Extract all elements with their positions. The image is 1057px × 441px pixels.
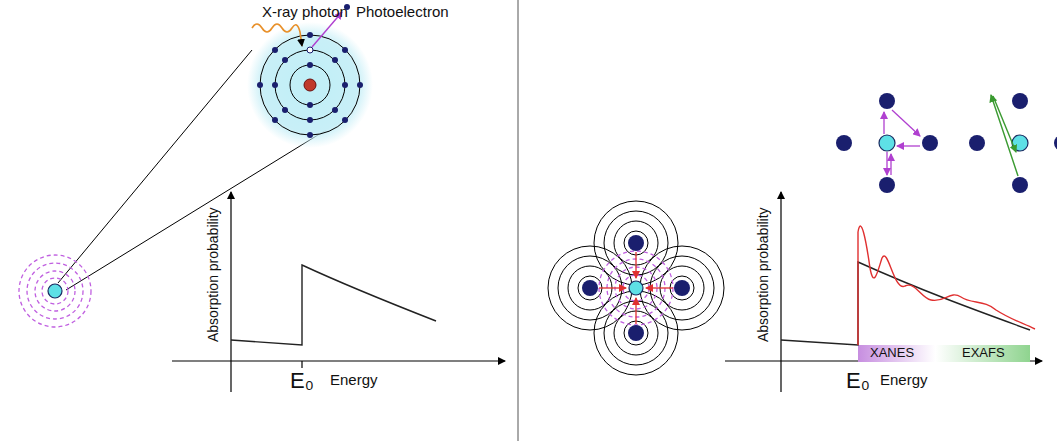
atom-model (247, 22, 373, 148)
axis-label: Energy (880, 372, 928, 389)
photoelectron-label: Photoelectron (356, 4, 449, 21)
divider (518, 0, 519, 441)
region-band (858, 345, 1030, 362)
small-atom (19, 255, 91, 327)
axis-label: Absorption probability (755, 208, 770, 343)
fine-structure-curve (858, 226, 1035, 345)
photon-label: X-ray photon (262, 4, 348, 21)
region-label: EXAFS (962, 346, 1005, 360)
region-label: XANES (870, 346, 914, 360)
right-axes (725, 192, 1042, 392)
absorption-edge-curve (781, 262, 1030, 345)
axis-label: Energy (330, 372, 378, 389)
scattering-cluster (548, 201, 724, 375)
single-double-scattering (836, 93, 1057, 193)
edge-energy-label: E₀ (290, 369, 314, 393)
x-ray-wave (252, 24, 302, 46)
axis-label: Absorption probability (205, 208, 220, 343)
left-axes (172, 192, 505, 392)
edge-energy-label: E₀ (846, 369, 870, 393)
absorption-edge-curve (231, 265, 436, 345)
